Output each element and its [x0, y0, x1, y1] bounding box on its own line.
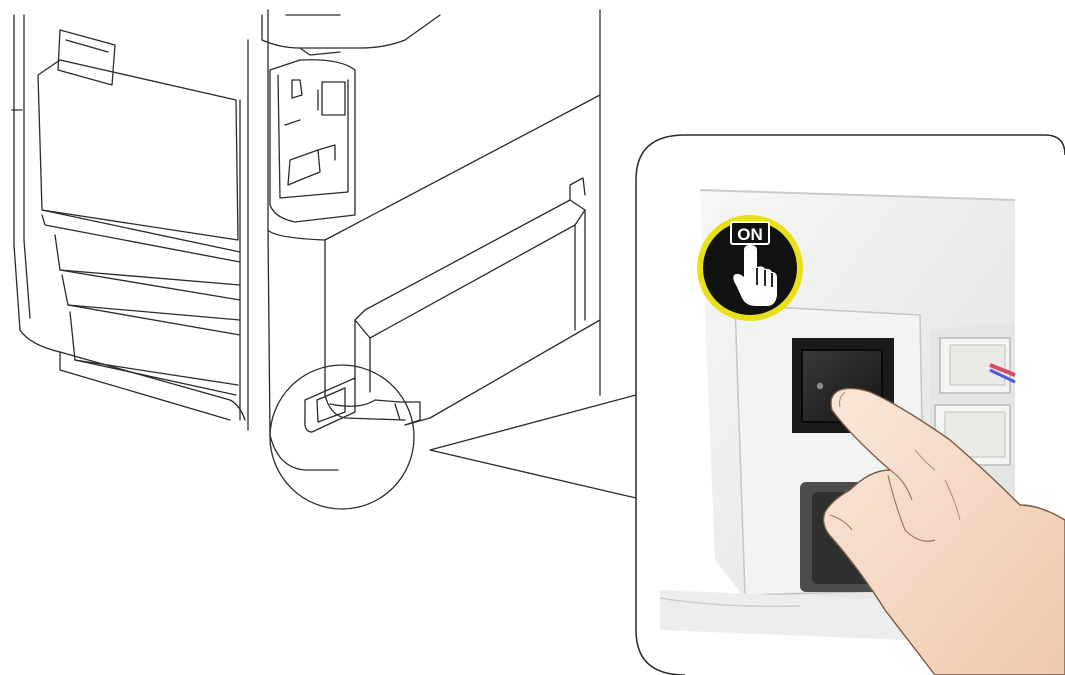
printer-body-drawing [12, 10, 600, 470]
switch-indicator-dot [817, 383, 823, 389]
callout-pointer [430, 395, 636, 498]
magnifier-circle [270, 365, 414, 509]
on-badge: ON [697, 215, 803, 321]
callout-photo [636, 135, 1065, 675]
on-label: ON [737, 225, 763, 244]
